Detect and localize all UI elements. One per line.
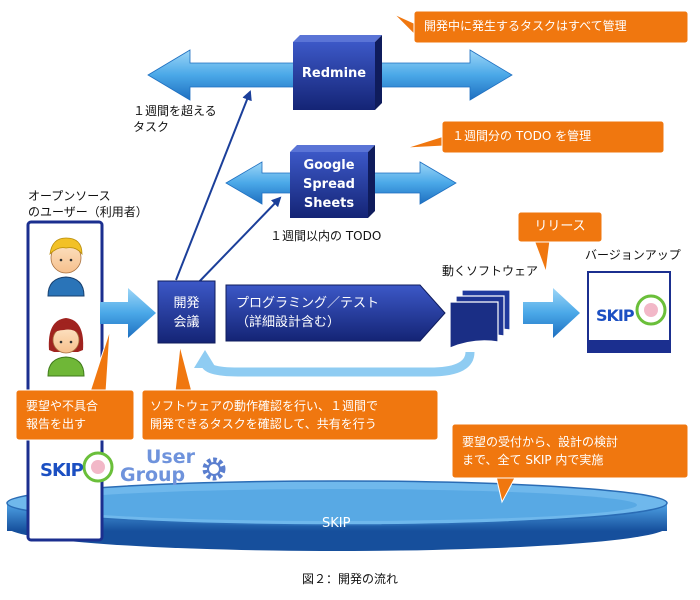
user-icon-female bbox=[47, 318, 85, 377]
google-label: Google Spread Sheets bbox=[303, 158, 355, 211]
skip-logo-version-box bbox=[635, 294, 667, 326]
callout-google-text: １週間分の TODO を管理 bbox=[452, 129, 592, 143]
user-icon-male bbox=[47, 237, 85, 297]
google-spreadsheets-box bbox=[290, 145, 375, 218]
programming-label: プログラミング／テスト （詳細設計含む） bbox=[236, 296, 380, 330]
callout-meeting bbox=[141, 345, 439, 441]
callout-release-text: リリース bbox=[534, 219, 586, 234]
callout-redmine-text: 開発中に発生するタスクはすべて管理 bbox=[424, 19, 627, 33]
callout-redmine bbox=[393, 10, 689, 44]
skip-logo-text-bottom: SKIP bbox=[40, 460, 84, 481]
skip-platform-label: SKIP bbox=[322, 516, 351, 531]
callout-release bbox=[517, 211, 603, 273]
skip-logo-text-version: SKIP bbox=[596, 306, 635, 325]
user-group-line1: User bbox=[146, 446, 195, 468]
meeting-label: 開発 会議 bbox=[173, 296, 200, 330]
figure-caption: 図２：開発の流れ bbox=[301, 572, 398, 586]
programming-arrow bbox=[225, 284, 446, 342]
arrow-to-google bbox=[195, 196, 282, 286]
meeting-box bbox=[157, 280, 216, 344]
software-documents-icon bbox=[449, 289, 511, 349]
callout-skip bbox=[451, 423, 689, 504]
callout-skip-text: 要望の受付から、設計の検討 まで、全て SKIP 内で実施 bbox=[462, 435, 619, 467]
redmine-label: Redmine bbox=[301, 66, 367, 81]
feedback-curved-arrow bbox=[200, 351, 475, 377]
working-software-label: 動くソフトウェア bbox=[442, 264, 539, 278]
redmine-box bbox=[293, 35, 382, 110]
callout-requests-text: 要望や不具合 報告を出す bbox=[26, 399, 99, 431]
over-week-label: １週間を超える タスク bbox=[133, 104, 217, 134]
version-up-label: バージョンアップ bbox=[585, 248, 681, 262]
arrow-to-redmine bbox=[175, 90, 252, 281]
callout-requests bbox=[15, 329, 135, 441]
feedback-arrow-head bbox=[194, 350, 216, 368]
gear-icon bbox=[202, 457, 226, 481]
release-arrow bbox=[523, 288, 580, 338]
callout-google bbox=[405, 120, 665, 154]
arrow-users-to-meeting bbox=[100, 288, 156, 338]
callout-meeting-text: ソフトウェアの動作確認を行い、１週間で 開発できるタスクを確認して、共有を行う bbox=[150, 399, 379, 431]
users-label: オープンソース のユーザー（利用者） bbox=[28, 189, 148, 219]
within-week-label: １週間以内の TODO bbox=[270, 229, 382, 243]
skip-logo-bottom bbox=[82, 451, 114, 483]
user-group-line2: Group bbox=[120, 464, 186, 486]
